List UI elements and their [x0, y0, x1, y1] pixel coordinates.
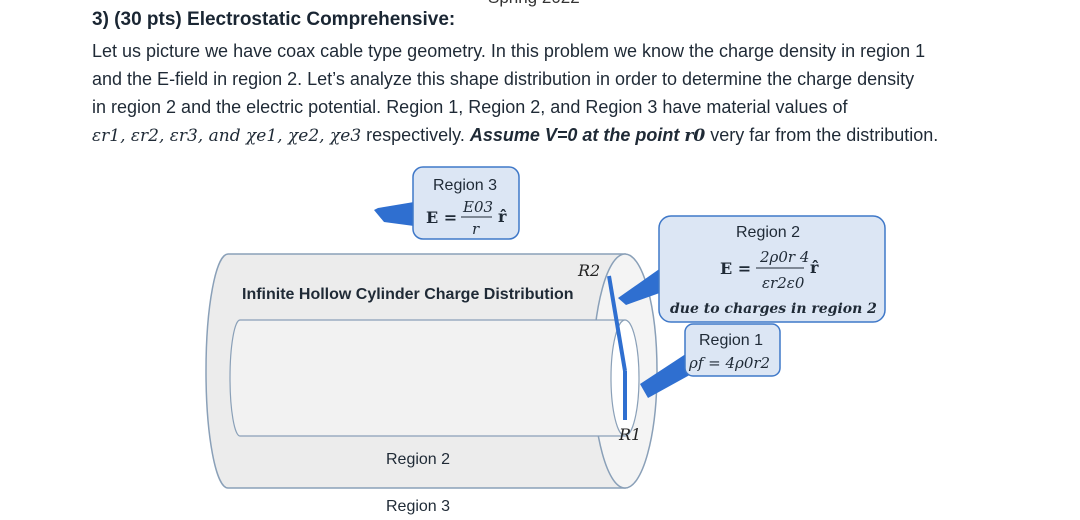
problem-line-4-mid: respectively.: [361, 125, 470, 145]
callout-region2-unit-vector: r̂: [810, 258, 819, 277]
r1-label: R1: [618, 425, 641, 444]
problem-line-2: and the E-field in region 2. Let’s analy…: [92, 69, 915, 89]
callout-region3-denominator: r: [472, 220, 480, 238]
callout-region3-numerator: E03: [462, 198, 493, 216]
callout-region2: Region 2 E = 2ρ0r 4 εr2ε0 r̂ due to char…: [618, 215, 886, 323]
material-variables: εr1, εr2, εr3, and χe1, χe2, χe3: [92, 126, 362, 146]
callout-region3-unit-vector: r̂: [498, 207, 507, 226]
callout-region2-denominator: εr2ε0: [762, 274, 805, 292]
problem-line-3: in region 2 and the electric potential. …: [92, 97, 848, 117]
callout-region3: Region 3 E = E03 r r̂: [374, 166, 520, 240]
reference-point-var: r0: [684, 126, 706, 146]
region2-label: Region 2: [386, 451, 450, 468]
callout-region1: Region 1 ρf = 4ρ0r2: [640, 323, 781, 398]
problem-line-4-tail: very far from the distribution.: [705, 125, 939, 145]
callout-region1-title: Region 1: [699, 332, 763, 349]
problem-line-1: Let us picture we have coax cable type g…: [92, 41, 926, 61]
r2-radius-line: [607, 275, 627, 372]
boundary-condition-text: Assume V=0 at the point: [469, 125, 685, 145]
cylinder-label: Infinite Hollow Cylinder Charge Distribu…: [242, 286, 574, 303]
callout-region2-lhs: E =: [720, 259, 751, 278]
callout-region3-title: Region 3: [433, 177, 497, 194]
callout-region3-lhs: E =: [426, 208, 457, 227]
callout-region1-formula: ρf = 4ρ0r2: [688, 354, 770, 372]
problem-statement: Let us picture we have coax cable type g…: [92, 37, 997, 150]
callout-region2-note: due to charges in region 2: [670, 301, 877, 317]
callout-region2-numerator: 2ρ0r 4: [759, 248, 809, 266]
page-header-fragment: Spring 2022: [488, 0, 580, 8]
callout-region2-title: Region 2: [736, 224, 800, 241]
region3-label: Region 3: [386, 498, 450, 515]
problem-line-4: εr1, εr2, εr3, and χe1, χe2, χe3 respect…: [92, 121, 997, 150]
problem-title: 3) (30 pts) Electrostatic Comprehensive:: [92, 9, 456, 30]
r2-label: R2: [577, 261, 600, 280]
inner-cylinder: [229, 319, 640, 437]
